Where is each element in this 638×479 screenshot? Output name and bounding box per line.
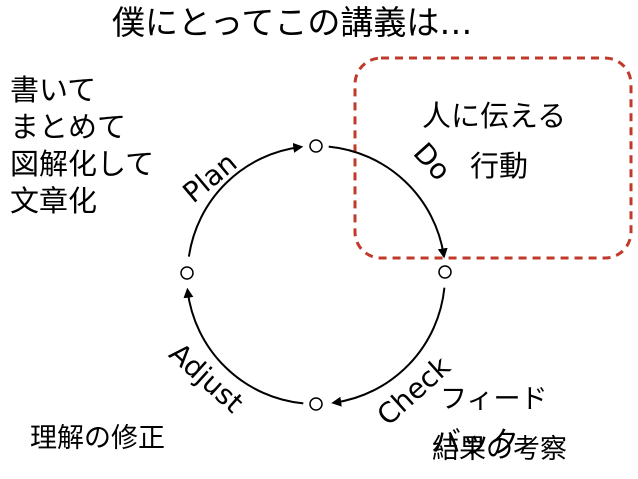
- arc-do-to-check: [331, 287, 446, 407]
- arc-check-to-adjust: [183, 287, 304, 405]
- feedback-label-overlap: バック: [432, 425, 520, 459]
- box-label-line2: 行動: [470, 149, 529, 183]
- arc-plan-to-do: [328, 145, 448, 259]
- bottom-left-label: 理解の修正: [30, 423, 165, 454]
- feedback-label-upper: フィード: [440, 384, 548, 415]
- node-left: [180, 266, 194, 280]
- stage-label-do: Do: [407, 136, 457, 187]
- writing-steps-note: 書いて まとめて 図解化して 文章化: [10, 73, 155, 218]
- stage-label-plan: Plan: [176, 146, 243, 210]
- result-consideration-label: 結果の考察: [432, 434, 567, 465]
- node-right: [438, 265, 452, 279]
- node-bottom: [309, 397, 323, 411]
- slide-title: 僕にとってこの講義は…: [112, 3, 473, 42]
- highlight-box: [353, 56, 633, 260]
- box-label-line1: 人に伝える: [422, 99, 567, 133]
- arc-adjust-to-plan: [187, 142, 304, 257]
- node-top: [309, 139, 323, 153]
